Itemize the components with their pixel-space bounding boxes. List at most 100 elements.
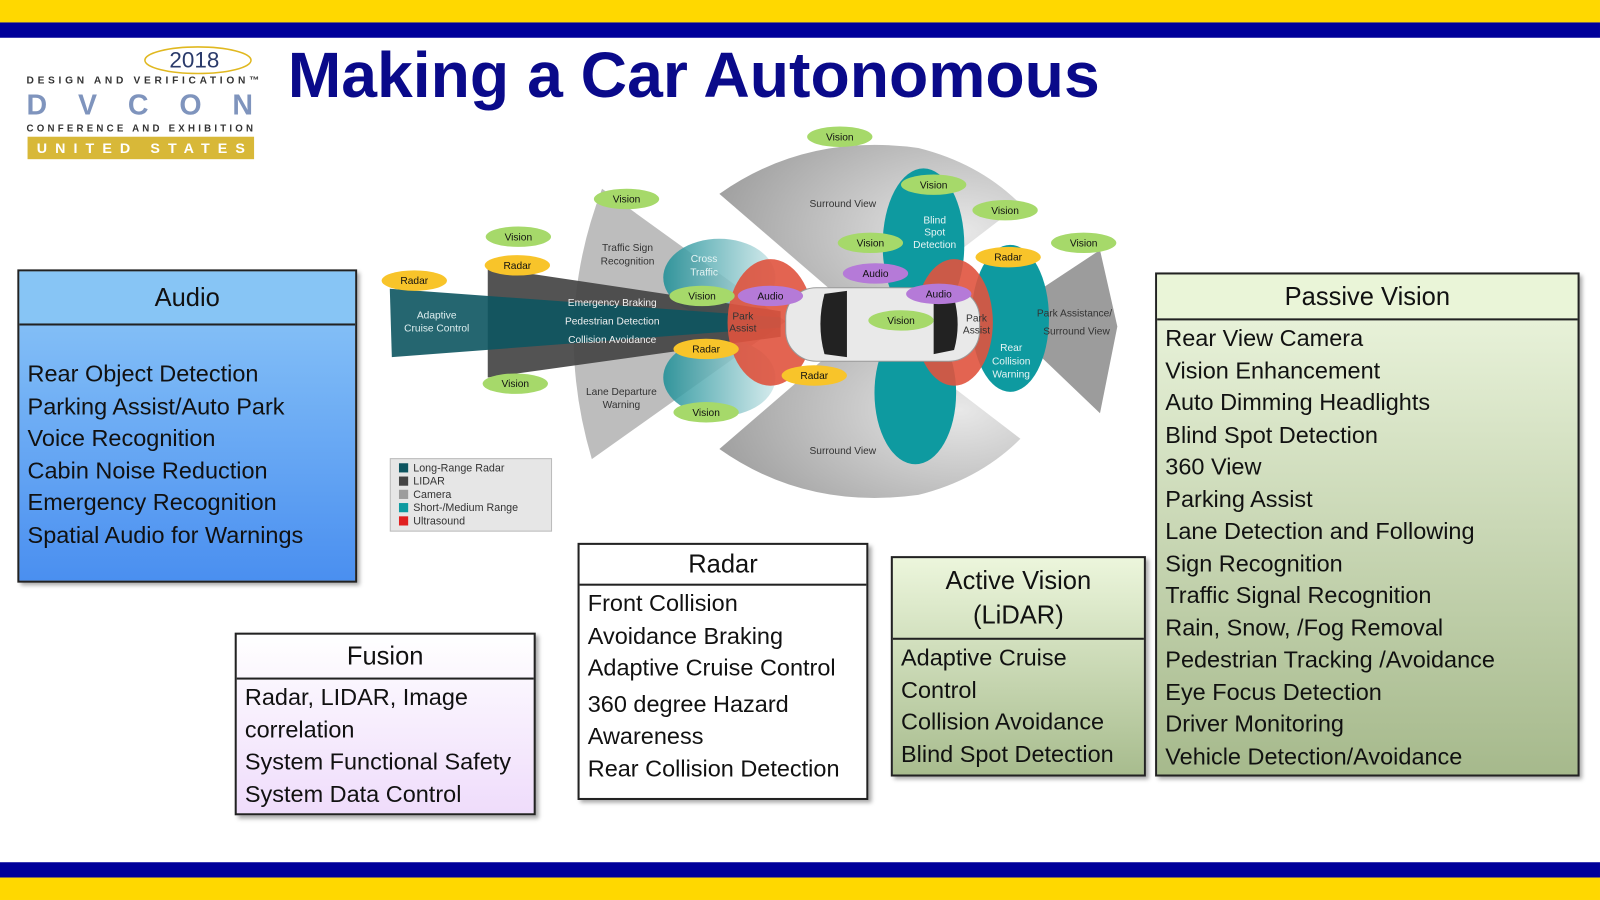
sensor-badge-label: Vision [1070,238,1098,249]
diagram-label: Warning [992,370,1030,381]
passive-vision-item: 360 View [1165,453,1262,480]
rear-collision-zone [971,244,1049,392]
active-vision-item: Adaptive Cruise [901,643,1067,671]
audio-item: Spatial Audio for Warnings [27,520,304,548]
top-yellow-bar [0,0,1600,23]
active-vision-subtitle: (LiDAR) [972,601,1064,630]
audio-item: Emergency Recognition [27,488,277,516]
passive-vision-item: Traffic Signal Recognition [1165,581,1432,609]
vision-sensor-badge: Vision [972,199,1038,221]
legend-item: LIDAR [398,476,543,489]
passive-vision-item: Blind Spot Detection [1165,420,1378,448]
vision-sensor-badge: Vision [901,174,967,195]
passive-vision-title: Passive Vision [1157,274,1578,321]
diagram-label: Adaptive [417,310,457,321]
long-range-radar-zone [389,288,781,358]
sensor-badge-label: Audio [757,291,783,302]
fusion-item: Radar, LIDAR, Image [244,683,468,711]
passive-vision-item: Vision Enhancement [1165,356,1381,384]
bottom-yellow-bar [0,877,1600,900]
radar-sensor-badge: Radar [484,255,550,276]
vision-sensor-badge: Vision [807,126,873,147]
sensor-badge-label: Vision [688,291,716,302]
radar-item: Rear Collision Detection [587,754,840,782]
sensor-badge-label: Vision [613,195,641,206]
passive-vision-item: Rear View Camera [1165,324,1364,352]
passive-vision-item: Sign Recognition [1165,549,1343,577]
diagram-label: Traffic [690,268,718,279]
diagram-label: Surround View [1043,327,1110,338]
sensor-badge-label: Audio [926,289,952,300]
audio-title: Audio [19,271,356,326]
diagram-label: Assist [729,324,756,335]
passive-vision-item: Pedestrian Tracking /Avoidance [1165,645,1495,673]
audio-item: Cabin Noise Reduction [27,456,268,484]
active-vision-item: Control [901,676,977,703]
vision-sensor-badge: Vision [593,188,660,210]
diagram-label: Recognition [601,256,655,267]
passive-vision-item: Driver Monitoring [1165,710,1344,737]
diagram-label: Spot [924,228,945,239]
diagram-label: Emergency Braking [568,298,657,309]
diagram-legend: Long-Range Radar LIDAR Camera Short-/Med… [389,458,553,532]
rear-camera-zone [1030,249,1118,414]
audio-sensor-badge: Audio [842,263,909,284]
radar-item: Adaptive Cruise Control [587,654,836,681]
passive-vision-item: Lane Detection and Following [1165,517,1475,544]
diagram-label: Blind [923,215,946,226]
active-vision-title: Active Vision [945,566,1092,595]
radar-title: Radar [579,545,867,586]
legend-item: Long-Range Radar [398,462,543,475]
diagram-label: Assist [963,326,990,337]
diagram-label: Park [732,311,754,322]
active-vision-item: Collision Avoidance [901,708,1105,735]
sensor-badge-label: Radar [800,371,828,382]
vision-sensor-badge: Vision [482,373,548,394]
diagram-label: Warning [603,400,641,411]
sensor-badge-label: Vision [692,408,720,419]
diagram-label: Pedestrian Detection [565,316,660,327]
audio-sensor-badge: Audio [906,283,972,305]
fusion-title: Fusion [236,635,534,680]
diagram-label: Surround View [810,199,877,210]
diagram-label: Park [966,313,988,324]
passive-vision-item: Auto Dimming Headlights [1165,388,1431,416]
legend-item: Camera [398,489,543,502]
sensor-badge-label: Radar [503,261,531,272]
audio-item: Voice Recognition [27,424,216,452]
sensor-badge-label: Vision [502,379,530,390]
radar-sensor-badge: Radar [975,246,1041,268]
sensor-badge-label: Audio [862,269,888,280]
diagram-label: Surround View [810,446,877,457]
svg-text:2018: 2018 [169,47,219,72]
vision-sensor-badge: Vision [669,285,735,307]
vision-sensor-badge: Vision [673,402,739,423]
legend-item: Short-/Medium Range [398,502,543,515]
sensor-badge-label: Vision [826,132,854,143]
svg-text:UNITED STATES: UNITED STATES [37,141,245,157]
diagram-label: Cross [691,254,718,265]
radar-sensor-badge: Radar [381,270,447,291]
fusion-item: System Functional Safety [244,747,512,775]
sensor-badge-label: Radar [692,345,720,356]
sensor-badge-label: Vision [920,180,948,191]
vision-sensor-badge: Vision [485,226,552,247]
sensor-badge-label: Radar [994,253,1022,264]
sensor-badge-label: Radar [400,276,428,287]
diagram-label: Cruise Control [404,324,469,335]
active-vision-item: Blind Spot Detection [901,740,1114,767]
radar-item: 360 degree Hazard [587,690,789,717]
fusion-item: correlation [244,715,355,743]
audio-sensor-badge: Audio [737,285,804,307]
radar-sensor-badge: Radar [673,338,739,360]
diagram-label: Lane Departure [586,387,657,398]
bottom-navy-bar [0,862,1600,878]
radar-item: Avoidance Braking [587,621,784,649]
